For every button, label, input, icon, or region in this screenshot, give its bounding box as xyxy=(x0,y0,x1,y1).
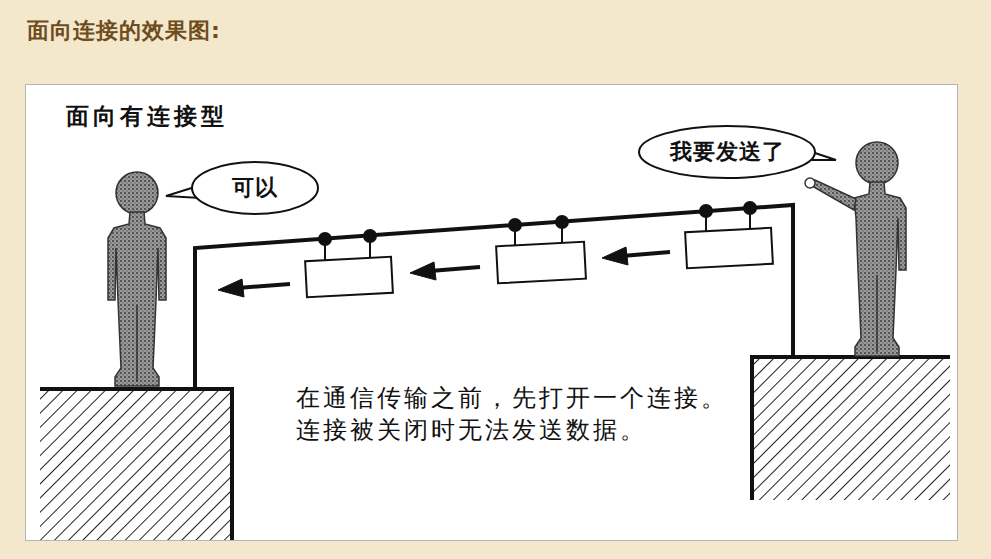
speech-bubble: 我要发送了 xyxy=(637,124,817,180)
direction-arrow xyxy=(602,247,670,265)
panel-heading: 面向有连接型 xyxy=(66,101,228,132)
speech-bubble: 可以 xyxy=(190,160,320,216)
left-cliff-edge xyxy=(40,389,232,540)
panel-frame: 面向有连接型在通信传输之前，先打开一个连接。 连接被关闭时无法发送数据。 可以 我要… xyxy=(25,84,958,541)
right-cliff xyxy=(753,358,950,500)
right-cliff-edge xyxy=(752,357,950,500)
direction-arrow xyxy=(410,262,480,280)
left-cliff xyxy=(40,390,232,540)
sender-figure xyxy=(805,142,906,356)
receiver-figure xyxy=(108,172,166,386)
packet xyxy=(496,216,586,283)
bubble-ellipse xyxy=(192,162,318,214)
speech-text: 我要发送了 xyxy=(670,137,785,167)
connection-line xyxy=(195,205,793,389)
packet xyxy=(685,202,773,268)
packet xyxy=(305,230,393,297)
speech-text: 可以 xyxy=(232,173,278,203)
panel-ground xyxy=(25,84,958,541)
bubble-ellipse xyxy=(639,126,815,178)
direction-arrow xyxy=(218,279,290,297)
page-title: 面向连接的效果图: xyxy=(27,16,221,46)
note-text: 在通信传输之前，先打开一个连接。 连接被关闭时无法发送数据。 xyxy=(296,382,741,447)
